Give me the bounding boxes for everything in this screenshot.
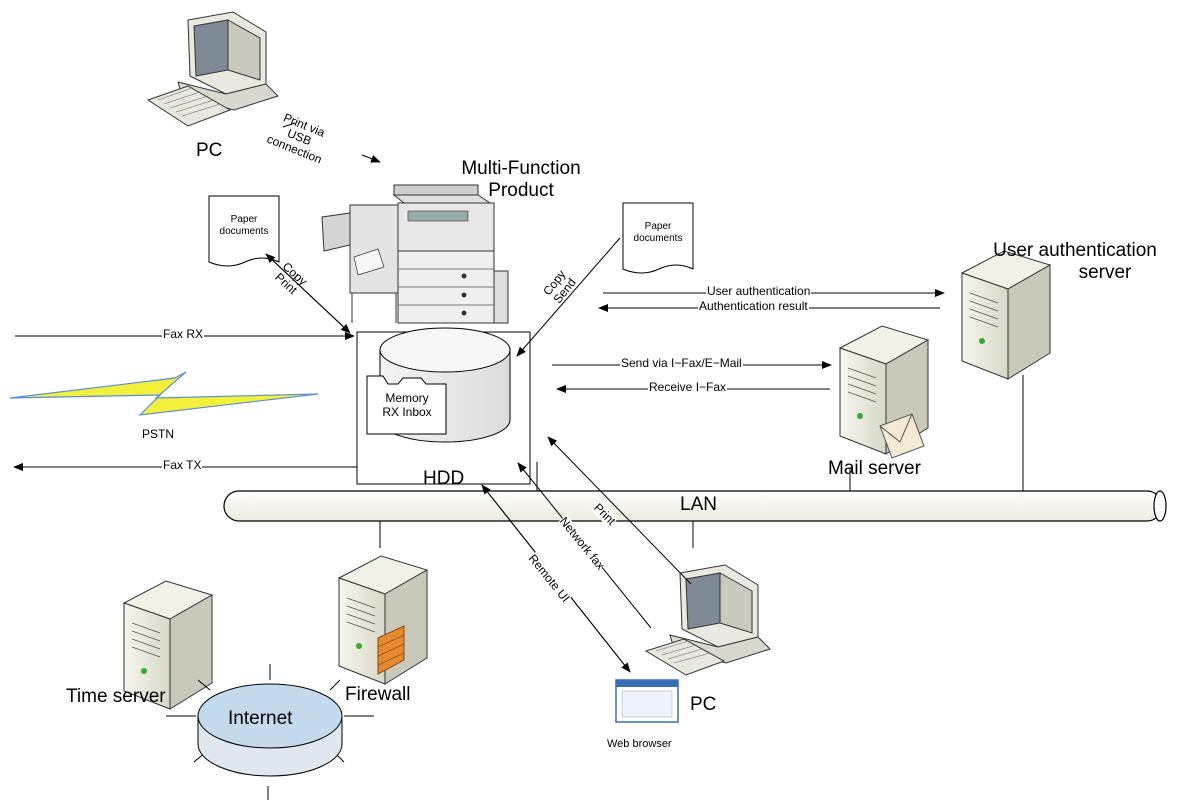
desktop-computer-icon: [146, 11, 279, 127]
pc-bottom-label: PC: [690, 694, 717, 715]
memory-rx-inbox-label: Memory RX Inbox: [368, 391, 446, 420]
internet-label: Internet: [228, 708, 293, 729]
auth-server-line-2: server: [1078, 261, 1132, 283]
pc-top-label: PC: [196, 140, 223, 161]
fax-rx-label: Fax RX: [162, 327, 205, 342]
lan-pipe: [223, 490, 1167, 522]
pstn-label: PSTN: [142, 427, 175, 441]
auth-server-line-1: User authentication: [993, 240, 1157, 261]
multifunction-printer-icon: [321, 184, 509, 324]
hdd-label: HDD: [423, 468, 465, 489]
server-tower-icon-time: [122, 580, 214, 710]
web-browser-label: Web browser: [607, 738, 672, 750]
time-server-label: Time server: [66, 686, 166, 707]
mfp-label: Multi-Function Product: [446, 158, 596, 202]
authentication-result-label: Authentication result: [698, 299, 809, 314]
paper-documents-left-label: Paper documents: [212, 214, 276, 237]
paper-right-line-1: Paper: [644, 221, 672, 232]
paper-document-icon-left: [208, 195, 280, 267]
browser-window-icon: [615, 679, 679, 723]
fax-tx-label: Fax TX: [162, 458, 203, 473]
envelope-icon: [879, 413, 925, 459]
paper-left-line-2: documents: [219, 225, 269, 237]
lan-drop-lines: [379, 375, 1024, 548]
hdd-box: [356, 327, 531, 485]
paper-left-line-1: Paper: [230, 214, 258, 225]
paper-document-icon-right: [622, 202, 694, 274]
lightning-bolt-icon: [9, 371, 319, 416]
paper-documents-right-label: Paper documents: [626, 221, 690, 244]
user-authentication-server-label: User authentication server: [975, 240, 1175, 284]
brick-wall-icon: [377, 625, 405, 675]
memory-line-2: RX Inbox: [382, 404, 432, 419]
mfp-label-line-2: Product: [488, 179, 554, 201]
send-ifax-email-label: Send via I−Fax/E−Mail: [620, 356, 743, 371]
receive-ifax-label: Receive I−Fax: [648, 380, 728, 395]
server-tower-icon-auth: [960, 250, 1052, 380]
mail-server-label: Mail server: [828, 458, 921, 479]
mfp-label-line-1: Multi-Function: [461, 158, 581, 179]
paper-right-line-2: documents: [633, 232, 683, 244]
internet-cloud-icon: [166, 664, 374, 800]
lan-label: LAN: [680, 494, 717, 515]
memory-line-1: Memory: [385, 391, 429, 405]
desktop-computer-icon-bottom: [644, 564, 771, 676]
firewall-label: Firewall: [345, 684, 411, 705]
folder-icon: [366, 375, 447, 435]
user-authentication-label: User authentication: [706, 284, 812, 299]
